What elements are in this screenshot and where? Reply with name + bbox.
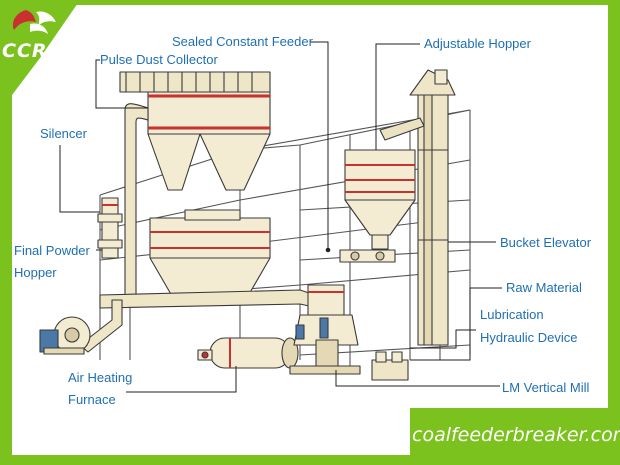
lubrication-hydraulic-device [371,351,409,381]
label-final-powder-line1: Final Powder [14,243,90,258]
silencer [97,197,123,259]
leader-lines [59,41,502,393]
adjustable-hopper [344,149,416,250]
watermark-url: coalfeederbreaker.com [412,424,620,446]
label-pulse-dust-collector: Pulse Dust Collector [100,52,218,67]
sealed-constant-feeder [339,249,396,263]
frame-left-strip [0,0,12,465]
ccrb-logo-icon [12,10,56,34]
label-lubrication-line2: Hydraulic Device [480,330,578,345]
label-bucket-elevator: Bucket Elevator [500,235,592,250]
frame-right-strip [608,0,620,465]
frame-top-strip [0,0,620,5]
frame-bottom-strip [0,455,620,465]
label-silencer: Silencer [40,126,87,141]
label-air-heating-line1: Air Heating [68,370,133,385]
label-adjustable-hopper: Adjustable Hopper [424,36,531,51]
label-lm-vertical-mill: LM Vertical Mill [502,380,590,395]
label-lubrication-line1: Lubrication [480,307,544,322]
final-powder-hopper [149,209,271,297]
watermark-banner [410,408,620,465]
air-heating-furnace [197,337,299,369]
collector-duct [124,103,149,301]
pulse-dust-collector [119,71,271,191]
lm-vertical-mill [289,284,361,375]
return-pipe [79,299,123,353]
main-fan [39,316,91,355]
bucket-elevator [409,69,456,346]
logo-text: CCRB [2,40,63,62]
label-sealed-constant-feeder: Sealed Constant Feeder [172,34,313,49]
feed-chute [379,117,425,141]
label-final-powder-line2: Hopper [14,265,57,280]
label-raw-material: Raw Material [506,280,582,295]
label-air-heating-line2: Furnace [68,392,116,407]
